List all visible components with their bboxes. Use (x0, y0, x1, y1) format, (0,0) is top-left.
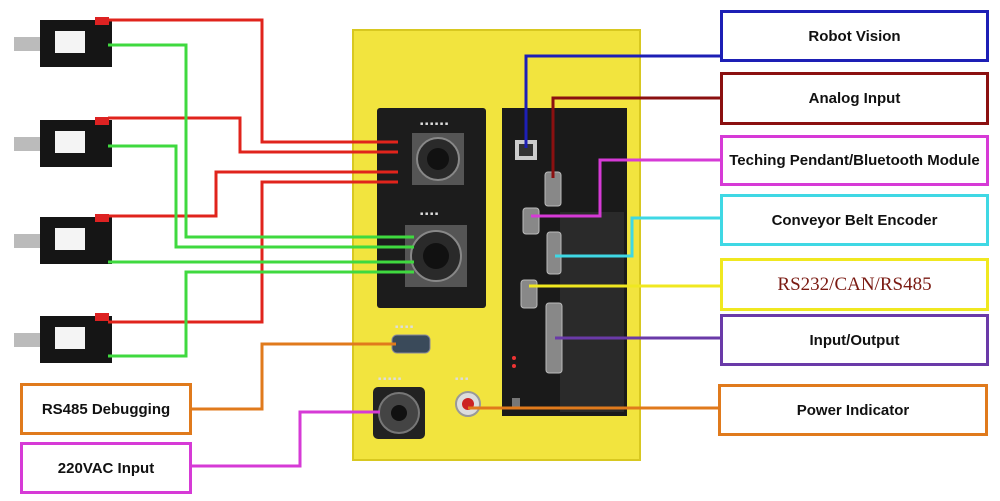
rs485-debug-label: RS485 Debugging (20, 383, 192, 435)
motor-power-connector (412, 133, 464, 185)
svg-text:▪ ▪ ▪: ▪ ▪ ▪ (455, 376, 468, 382)
robot-vision-label: Robot Vision (720, 10, 989, 62)
robot-vision-line (524, 54, 722, 148)
encoder-wire-4 (108, 270, 414, 358)
encoder-wire-2 (108, 144, 414, 249)
power-wire-1 (108, 18, 398, 144)
vac-input-connector (373, 387, 425, 439)
encoder-port (546, 231, 562, 275)
analog-input-label: Analog Input (720, 72, 989, 125)
teach-pendant-label: Teching Pendant/Bluetooth Module (720, 135, 989, 186)
encoder-connector (405, 225, 467, 287)
rs485-db9-port (391, 334, 431, 354)
servo-motor-4 (14, 313, 112, 363)
teach-pendant-port (522, 207, 540, 235)
svg-text:▪ ▪ ▪ ▪: ▪ ▪ ▪ ▪ (395, 324, 413, 330)
power-wire-3 (108, 170, 398, 218)
analog-input-line (551, 96, 722, 178)
io-label: Input/Output (720, 314, 989, 366)
svg-text:▪ ▪ ▪ ▪ ▪ ▪: ▪ ▪ ▪ ▪ ▪ ▪ (420, 121, 448, 127)
encoder-wires (108, 43, 414, 358)
teach-pendant-line (531, 158, 722, 218)
rs232-port (520, 279, 538, 309)
power-wire-2 (108, 116, 398, 154)
conveyor-line (555, 216, 722, 258)
servo-motor-3 (14, 214, 112, 264)
servo-motor-1 (14, 17, 112, 67)
rs232-label: RS232/CAN/RS485 (720, 258, 989, 311)
power-indicator-lamp (455, 391, 481, 417)
vac-input-label: 220VAC Input (20, 442, 192, 494)
svg-text:▪ ▪ ▪ ▪ ▪: ▪ ▪ ▪ ▪ ▪ (378, 376, 401, 382)
controller-small-port (512, 398, 520, 408)
ethernet-port (515, 140, 537, 160)
encoder-wire-1 (108, 43, 414, 239)
servo-motor-2 (14, 117, 112, 167)
controller-inner-panel (560, 212, 624, 412)
power-indicator-label: Power Indicator (718, 384, 988, 436)
svg-text:▪ ▪ ▪ ▪: ▪ ▪ ▪ ▪ (420, 211, 438, 217)
rs485-debug-line (192, 342, 396, 411)
vac-input-line (192, 410, 380, 468)
status-leds (512, 356, 516, 368)
conveyor-encoder-label: Conveyor Belt Encoder (720, 194, 989, 246)
